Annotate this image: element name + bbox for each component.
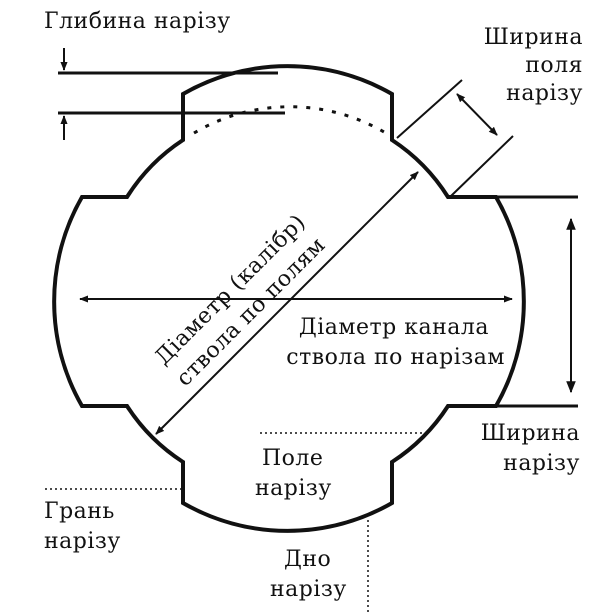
label-groove-diameter-2: ствола по нарізам xyxy=(286,345,505,370)
bore-outline xyxy=(52,64,526,533)
label-land-width-2: поля xyxy=(525,53,583,78)
caliber-diameter-arrow xyxy=(155,171,419,435)
label-groove-width-1: Ширина xyxy=(481,421,580,446)
land-width-ext-1 xyxy=(396,79,463,139)
label-land-2: нарізу xyxy=(255,476,332,501)
label-groove-bottom-1: Дно xyxy=(284,547,331,572)
label-groove-edge-2: нарізу xyxy=(44,529,121,554)
label-groove-bottom-2: нарізу xyxy=(270,577,347,602)
land-circle-dotted-top xyxy=(193,105,390,137)
land-width-ext-2 xyxy=(450,135,514,197)
label-land-width-1: Ширина xyxy=(484,25,583,50)
label-groove-diameter-1: Діаметр канала xyxy=(299,315,489,340)
label-groove-edge-1: Грань xyxy=(44,499,115,524)
label-groove-width-2: нарізу xyxy=(503,451,580,476)
label-land-width-3: нарізу xyxy=(506,81,583,106)
land-width-arrow xyxy=(456,93,498,136)
label-groove-depth: Глибина нарізу xyxy=(44,9,231,34)
label-land-1: Поле xyxy=(262,446,323,471)
